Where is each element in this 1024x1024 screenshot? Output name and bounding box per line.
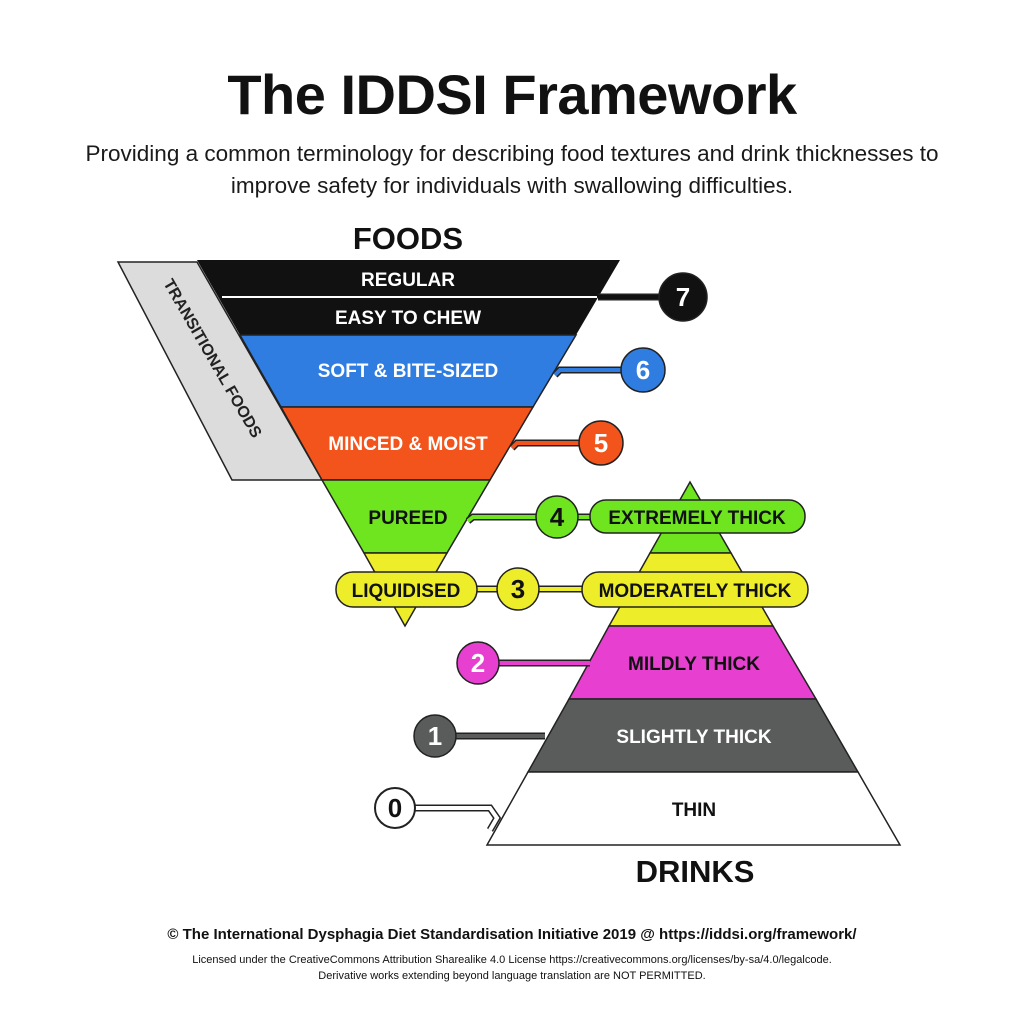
level-5-number: 5: [594, 428, 608, 458]
foods-heading: FOODS: [353, 221, 463, 256]
drink-label-thin: THIN: [672, 800, 716, 821]
level-2-number: 2: [471, 648, 485, 678]
level-7-badge: [658, 272, 708, 322]
level-1-badge: [413, 714, 457, 758]
drink-label-slightly-thick: SLIGHTLY THICK: [616, 727, 771, 748]
level-0-badge: [374, 787, 416, 829]
level-6-badge: [620, 347, 666, 393]
level-4-badge: [535, 495, 579, 539]
food-label-pureed: PUREED: [368, 508, 447, 529]
food-label-liquidised: LIQUIDISED: [352, 581, 461, 602]
liquidised-pill: [335, 571, 478, 608]
food-label-minced-moist: MINCED & MOIST: [328, 434, 488, 455]
license-notice: Licensed under the CreativeCommons Attri…: [0, 952, 1024, 984]
level-2-badge: [456, 641, 500, 685]
subtitle: Providing a common terminology for descr…: [85, 141, 939, 198]
food-label-easy-to-chew: EASY TO CHEW: [335, 308, 481, 329]
level-4-number: 4: [550, 502, 565, 532]
drinks-heading: DRINKS: [636, 854, 755, 889]
food-label-soft-bite-sized: SOFT & BITE-SIZED: [318, 361, 499, 382]
level-7-number: 7: [676, 282, 690, 312]
license-text: Licensed under the CreativeCommons Attri…: [192, 954, 832, 966]
level-0-number: 0: [388, 793, 402, 823]
copyright-notice: © The International Dysphagia Diet Stand…: [167, 926, 857, 943]
level-5-badge: [578, 420, 624, 466]
food-label-regular: REGULAR: [361, 270, 455, 291]
drink-label-extremely-thick: EXTREMELY THICK: [608, 508, 786, 529]
drink-label-mildly-thick: MILDLY THICK: [628, 654, 760, 675]
drink-label-moderately-thick: MODERATELY THICK: [599, 581, 792, 602]
level-1-number: 1: [428, 721, 442, 751]
page-title: The IDDSI Framework: [227, 63, 797, 126]
level-3-number: 3: [511, 574, 525, 604]
extremely-thick-pill: [589, 499, 806, 534]
derivative-notice: Derivative works extending beyond langua…: [318, 970, 706, 982]
drink-band-0: [485, 771, 902, 846]
level-3-badge: [496, 567, 540, 611]
level-6-number: 6: [636, 355, 650, 385]
moderately-thick-pill: [581, 571, 809, 608]
